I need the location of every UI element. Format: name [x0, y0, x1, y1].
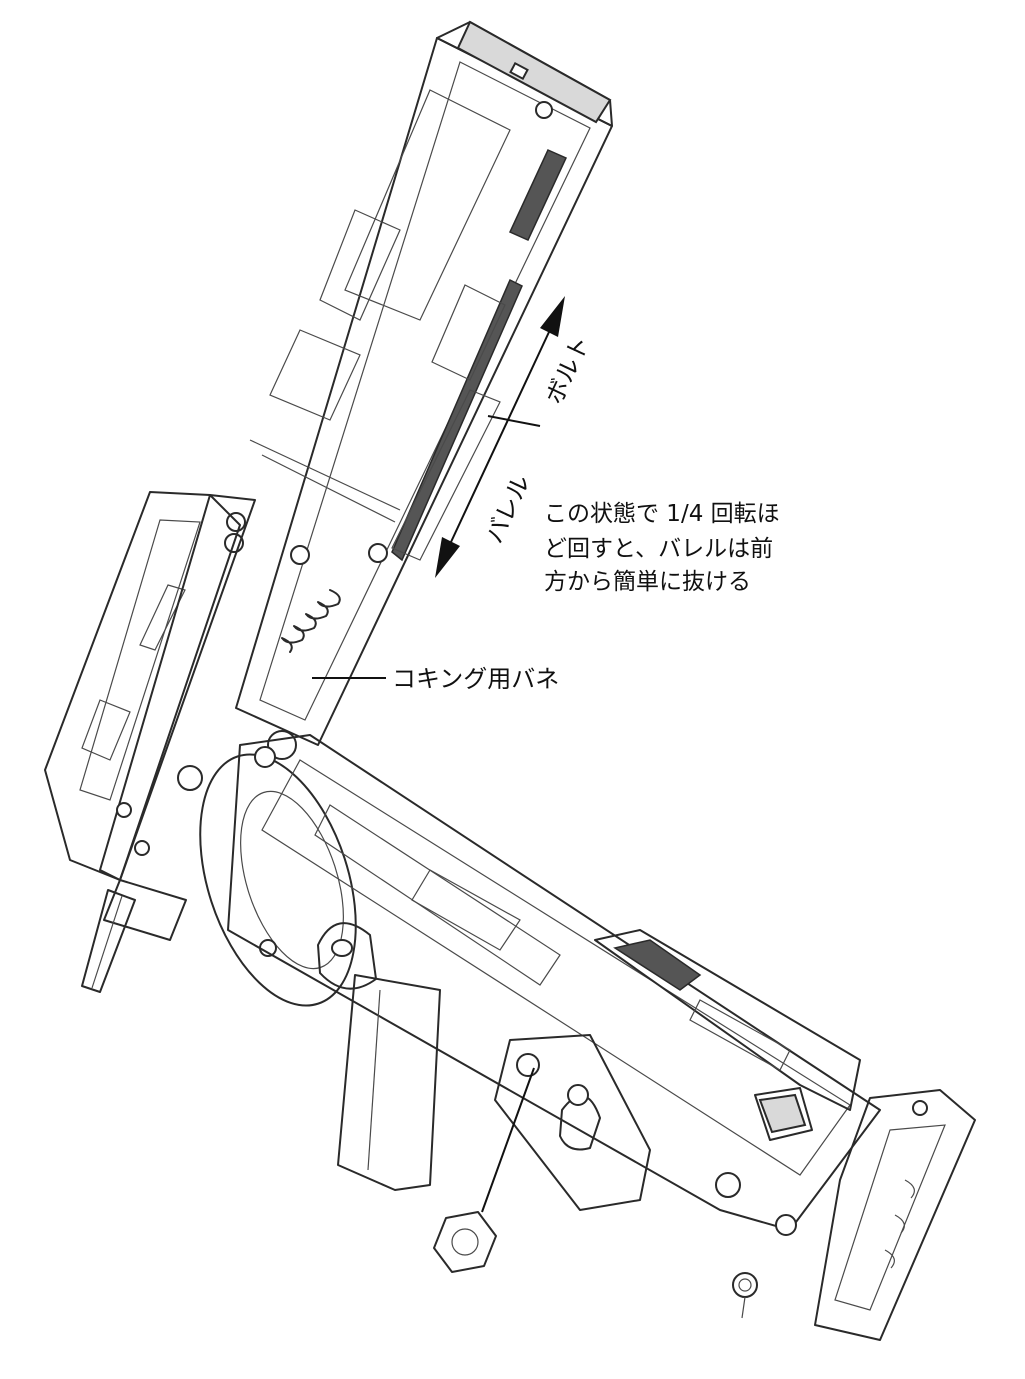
- motion-arrows: [435, 296, 565, 578]
- upper-receiver-illustration: [44, 20, 613, 993]
- barrel-label: バレル: [480, 470, 536, 547]
- nut-leader-line: [481, 1067, 535, 1213]
- lower-receiver-illustration: [199, 730, 976, 1341]
- spring-label: コキング用バネ: [392, 665, 559, 693]
- note-line-1: この状態で 1/4 回転ほ: [544, 501, 780, 527]
- note-line-2: ど回すと、バレルは前: [544, 536, 773, 562]
- note-line-3: 方から簡単に抜ける: [544, 569, 751, 595]
- bolt-label: ボルト: [540, 331, 596, 408]
- disassembly-note: この状態で 1/4 回転ほ ど回すと、バレルは前 方から簡単に抜ける: [544, 501, 780, 595]
